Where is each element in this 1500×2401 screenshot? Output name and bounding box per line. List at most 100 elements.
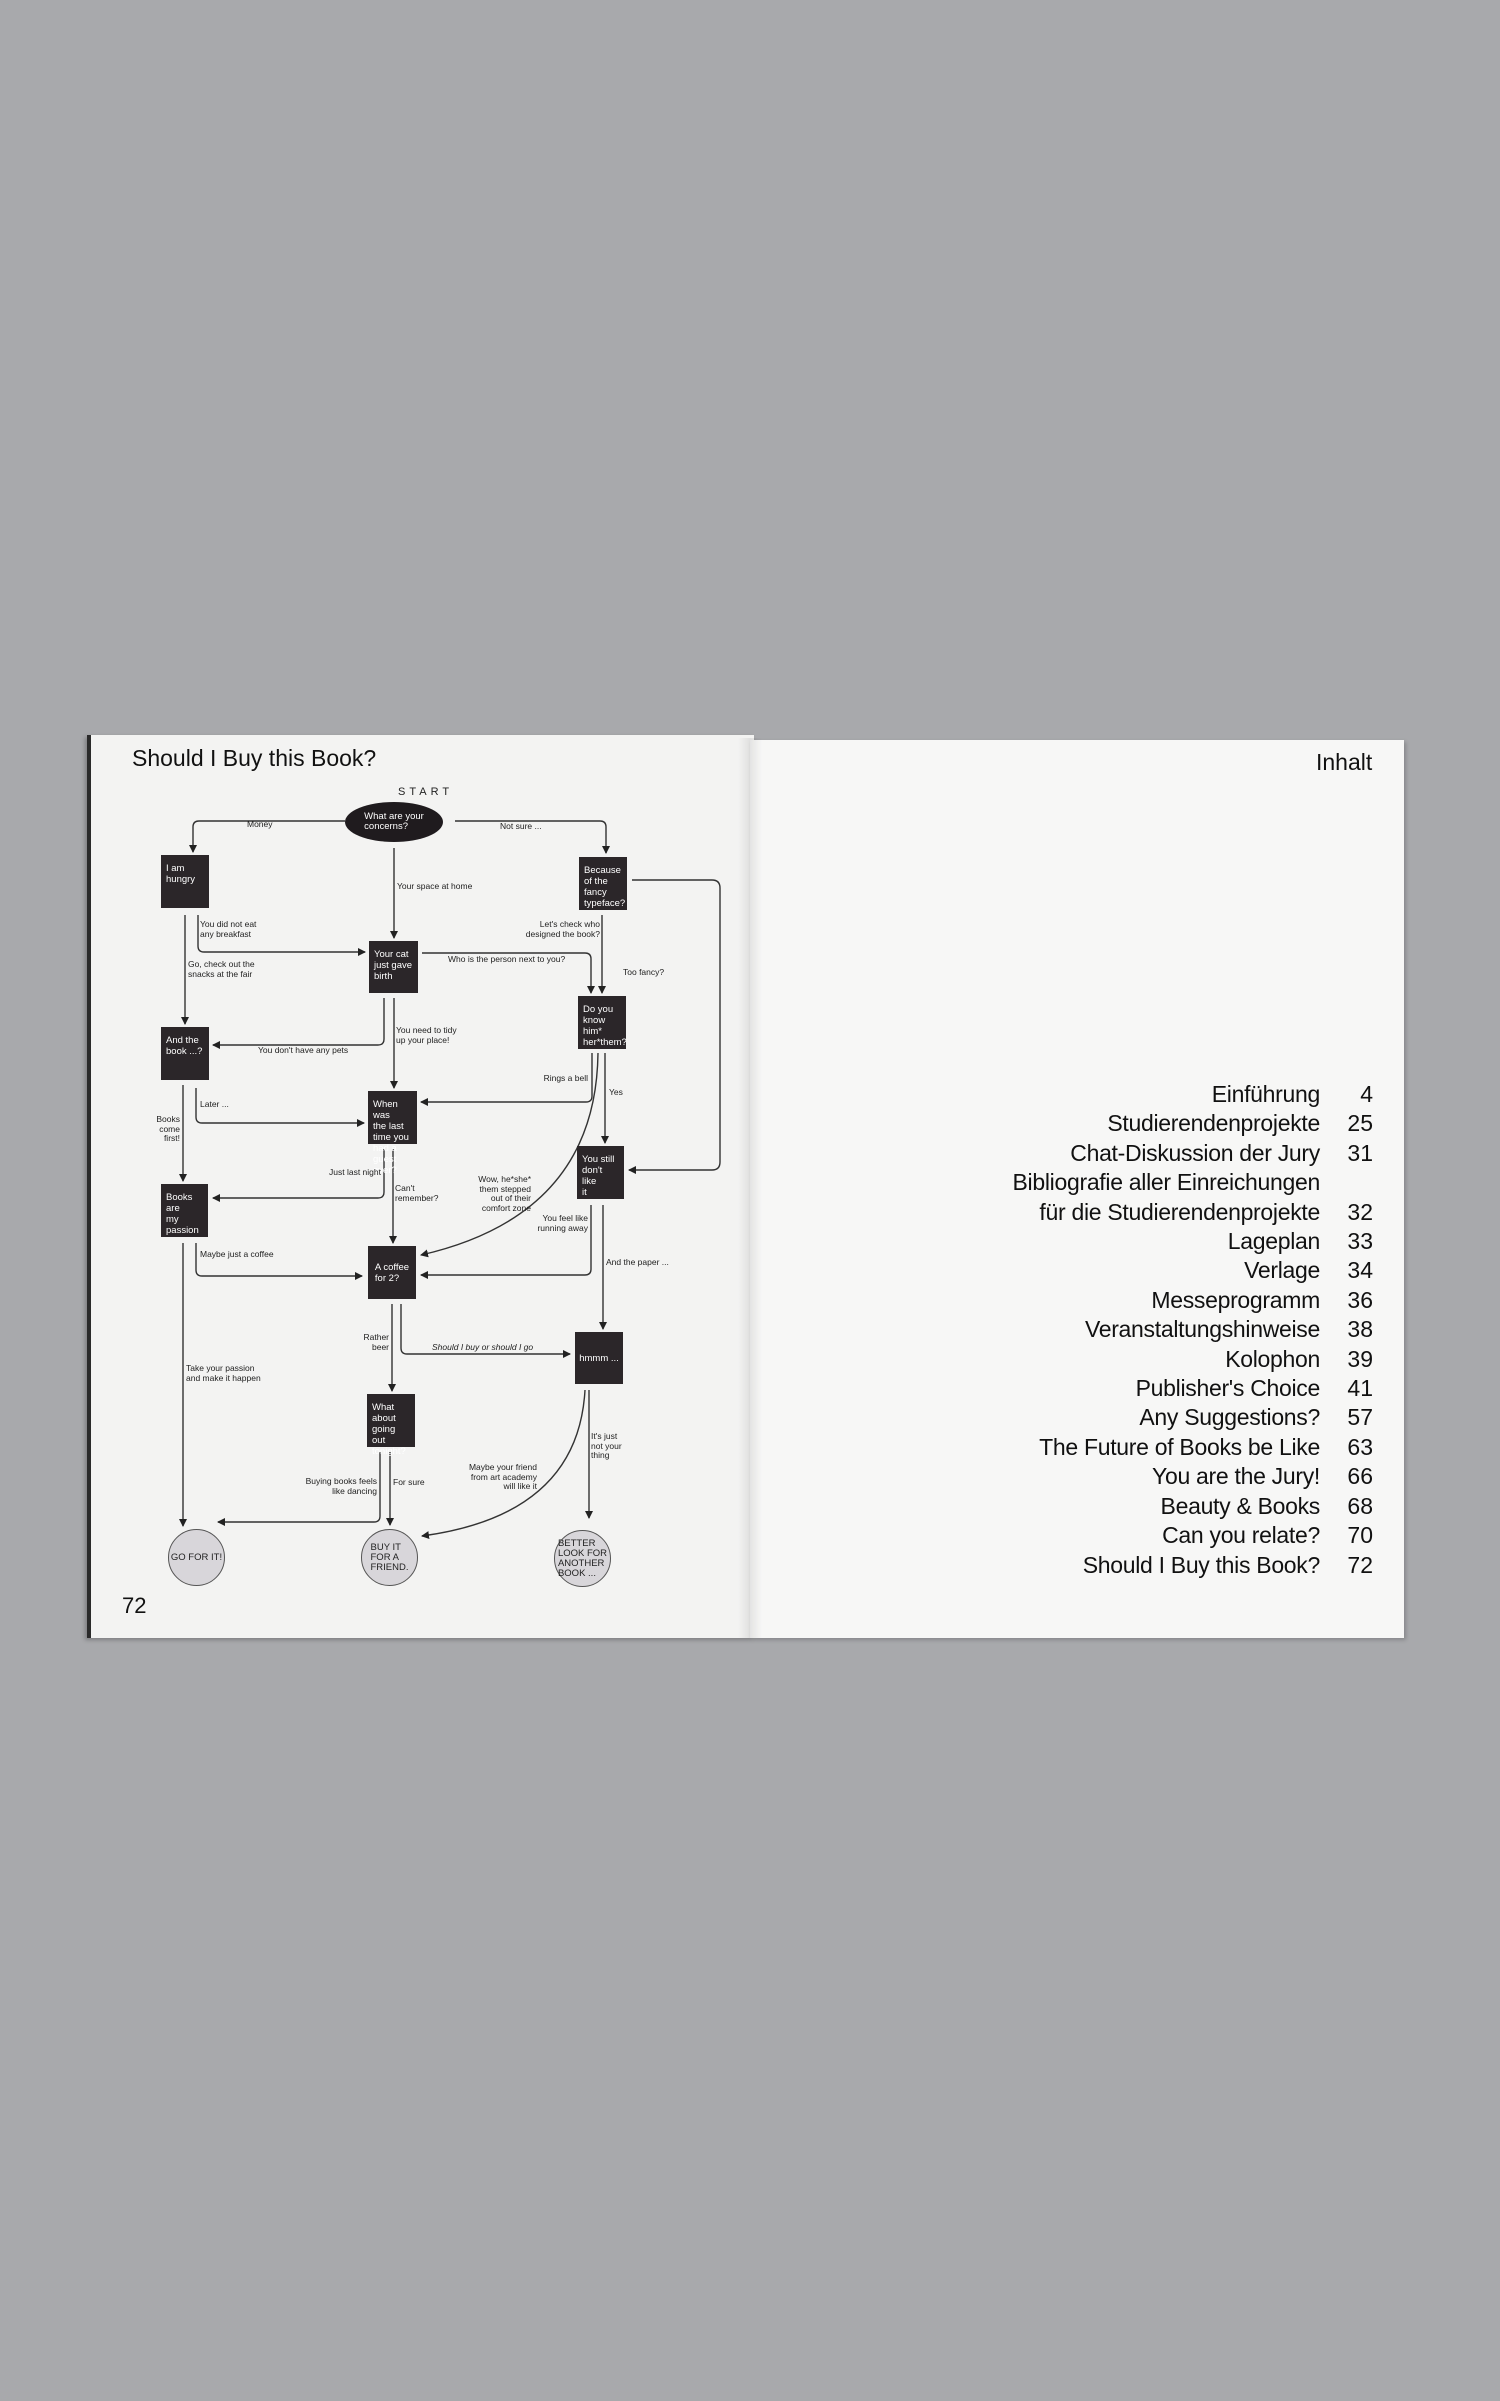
toc-entry-page: 32 bbox=[1347, 1198, 1373, 1225]
toc-entry-page: 38 bbox=[1347, 1316, 1373, 1343]
toc-entry-page: 33 bbox=[1347, 1228, 1373, 1255]
flow-arrow bbox=[421, 1389, 586, 1540]
edge-label-booksfirst: Books come first! bbox=[156, 1114, 180, 1143]
edge-label-lastnight: Just last night bbox=[329, 1167, 381, 1177]
flow-arrow bbox=[420, 1053, 593, 1106]
edge-label-wow: Wow, he*she* them stepped out of their c… bbox=[478, 1174, 531, 1213]
flow-arrow bbox=[189, 820, 345, 853]
edge-label-runaway: You feel like running away bbox=[537, 1213, 588, 1233]
decision-guest: When was the last time you had a guest o… bbox=[368, 1091, 417, 1176]
flow-arrow bbox=[195, 1243, 363, 1280]
flow-arrow bbox=[212, 998, 385, 1049]
toc-entry-title: Should I Buy this Book? bbox=[1082, 1551, 1321, 1578]
decision-stilldont: You still don't like it bbox=[577, 1146, 624, 1199]
flow-arrow bbox=[195, 1088, 365, 1127]
outcome-goforit: GO FOR IT! bbox=[168, 1529, 225, 1586]
toc-entry-title: Kolophon bbox=[1225, 1345, 1320, 1372]
toc-entry-page: 66 bbox=[1347, 1463, 1373, 1490]
edge-label-takepassion: Take your passion and make it happen bbox=[186, 1363, 261, 1383]
flow-arrow bbox=[420, 1052, 599, 1258]
flow-arrow bbox=[197, 915, 366, 956]
outcome-buyfriend: BUY IT FOR A FRIEND. bbox=[361, 1529, 418, 1586]
toc-entry: The Future of Books be Like 63 bbox=[900, 1433, 1373, 1462]
edge-label-nopets: You don't have any pets bbox=[258, 1045, 349, 1055]
toc-entry-page: 34 bbox=[1347, 1257, 1373, 1284]
toc-entry: Verlage 34 bbox=[900, 1256, 1373, 1285]
toc-entry-page: 70 bbox=[1347, 1522, 1373, 1549]
flowchart-title: Should I Buy this Book? bbox=[132, 745, 377, 771]
toc-entry: Bibliografie aller Einreichungen für die… bbox=[900, 1168, 1373, 1227]
toc-entry: Any Suggestions? 57 bbox=[900, 1403, 1373, 1432]
toc-entry-title: Any Suggestions? bbox=[1139, 1404, 1320, 1431]
toc-entry-title: You are the Jury! bbox=[1152, 1463, 1320, 1490]
decision-andbook: And the book ...? bbox=[161, 1027, 209, 1080]
edge-label-designed: Let's check who designed the book? bbox=[525, 919, 600, 939]
toc-heading: Inhalt bbox=[1316, 749, 1373, 775]
decision-goingout: What about going out tonight? bbox=[367, 1394, 415, 1457]
start-label: START bbox=[398, 786, 454, 798]
toc-entry: Messeprogramm 36 bbox=[900, 1286, 1373, 1315]
toc-entry-page: 25 bbox=[1347, 1110, 1373, 1137]
edge-label-notsure: Not sure ... bbox=[500, 821, 542, 831]
edge-label-notthing: It's just not your thing bbox=[591, 1431, 622, 1460]
edge-label-justcoffee: Maybe just a coffee bbox=[200, 1249, 274, 1259]
book-spine bbox=[738, 738, 762, 1638]
toc-entry: Kolophon 39 bbox=[900, 1345, 1373, 1374]
toc-entry-title: Chat-Diskussion der Jury bbox=[1070, 1139, 1320, 1166]
toc-entry-title: Lageplan bbox=[1227, 1228, 1321, 1255]
toc-entry: Veranstaltungshinweise 38 bbox=[900, 1315, 1373, 1344]
toc-entry-page: 57 bbox=[1347, 1404, 1373, 1431]
toc-entry-page: 39 bbox=[1347, 1345, 1373, 1372]
edge-label-whoperson: Who is the person next to you? bbox=[448, 954, 566, 964]
toc-entry-page: 68 bbox=[1347, 1492, 1373, 1519]
edge-label-space: Your space at home bbox=[397, 881, 473, 891]
decision-typeface: Because of the fancy typeface? bbox=[579, 857, 627, 910]
decision-hmmm: hmmm ... bbox=[575, 1332, 623, 1384]
edge-label-paper: And the paper ... bbox=[606, 1257, 669, 1267]
edge-label-yes: Yes bbox=[609, 1087, 623, 1097]
edge-label-forsure: For sure bbox=[393, 1477, 425, 1487]
toc-entry-title: Messeprogramm bbox=[1151, 1286, 1320, 1313]
edge-label-snacks: Go, check out the snacks at the fair bbox=[188, 959, 255, 979]
toc-entry-page: 41 bbox=[1347, 1375, 1373, 1402]
toc-entry: Can you relate? 70 bbox=[900, 1521, 1373, 1550]
edge-label-dancing: Buying books feels like dancing bbox=[305, 1476, 377, 1496]
decision-passion: Books are my passion bbox=[161, 1184, 208, 1237]
decision-coffee: A coffee for 2? bbox=[368, 1246, 416, 1299]
toc-entry-page: 63 bbox=[1347, 1433, 1373, 1460]
toc-entry-title: Verlage bbox=[1244, 1257, 1320, 1284]
toc-entry: Should I Buy this Book? 72 bbox=[900, 1551, 1373, 1580]
toc-entry-title: Can you relate? bbox=[1162, 1522, 1320, 1549]
edge-label-cantremember: Can't remember? bbox=[395, 1183, 439, 1203]
flow-arrow bbox=[217, 1452, 381, 1526]
edge-label-bell: Rings a bell bbox=[543, 1073, 588, 1083]
toc-entry-title: Einführung bbox=[1211, 1081, 1321, 1107]
toc-entry: Einführung 4 bbox=[900, 1080, 1373, 1109]
toc-entry: Beauty & Books 68 bbox=[900, 1492, 1373, 1521]
toc-entry-title: The Future of Books be Like bbox=[1039, 1433, 1320, 1460]
toc-entry-page: 72 bbox=[1347, 1551, 1373, 1578]
page-number: 72 bbox=[122, 1593, 147, 1618]
edge-label-toofancy: Too fancy? bbox=[623, 967, 665, 977]
edge-label-tidy: You need to tidy up your place! bbox=[396, 1025, 457, 1045]
toc-entry-title: Veranstaltungshinweise bbox=[1084, 1316, 1320, 1343]
decision-hungry: I am hungry bbox=[161, 855, 209, 908]
toc-entry-title: Bibliografie aller Einreichungen für die… bbox=[1012, 1169, 1321, 1225]
edge-label-money: Money bbox=[247, 819, 273, 829]
edge-label-artfriend: Maybe your friend from art academy will … bbox=[468, 1462, 537, 1491]
toc-entry: Lageplan 33 bbox=[900, 1227, 1373, 1256]
flow-arrow bbox=[400, 1304, 571, 1358]
toc-entry-title: Beauty & Books bbox=[1160, 1492, 1321, 1519]
flow-arrow bbox=[455, 820, 610, 854]
toc-entry-title: Studierendenprojekte bbox=[1107, 1110, 1320, 1137]
outcome-better: BETTER LOOK FOR ANOTHER BOOK ... bbox=[554, 1530, 611, 1587]
edge-label-shouldigo: Should I buy or should I go bbox=[432, 1342, 534, 1352]
toc-entry-page: 4 bbox=[1360, 1081, 1373, 1107]
toc-entry: Publisher's Choice 41 bbox=[900, 1374, 1373, 1403]
toc-entry-title: Publisher's Choice bbox=[1135, 1375, 1321, 1402]
edge-label-breakfast: You did not eat any breakfast bbox=[200, 919, 257, 939]
toc-entry-page: 36 bbox=[1347, 1286, 1373, 1313]
edge-label-ratherbeer: Rather beer bbox=[363, 1332, 389, 1352]
